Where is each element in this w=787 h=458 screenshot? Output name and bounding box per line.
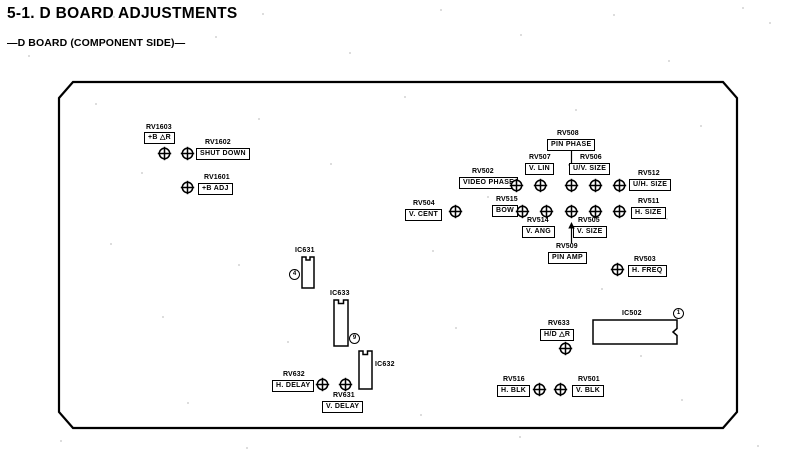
ref-rv633: RV633 xyxy=(548,320,570,327)
screw-rv507[interactable] xyxy=(533,178,548,193)
function-rv503: H. FREQ xyxy=(628,265,667,277)
screw-rv505[interactable] xyxy=(588,204,603,219)
screw-rv508[interactable] xyxy=(564,178,579,193)
ref-rv1602: RV1602 xyxy=(205,139,231,146)
function-rv505: V. SIZE xyxy=(573,226,607,238)
function-rv501: V. BLK xyxy=(572,385,605,397)
ref-rv515: RV515 xyxy=(496,196,518,203)
label-ic633: IC633 xyxy=(330,290,350,297)
screw-rv506[interactable] xyxy=(588,178,603,193)
screw-rv633[interactable] xyxy=(558,341,573,356)
ref-rv508: RV508 xyxy=(557,130,579,137)
screw-rv1601[interactable] xyxy=(180,180,195,195)
ic631-body xyxy=(301,256,315,289)
function-rv516: H. BLK xyxy=(497,385,531,397)
label-ic631: IC631 xyxy=(295,247,315,254)
function-rv506: U/V. SIZE xyxy=(569,163,611,175)
ref-rv502: RV502 xyxy=(472,168,494,175)
function-rv502: VIDEO PHASE xyxy=(459,177,519,189)
function-rv509: PIN AMP xyxy=(548,252,588,264)
screw-rv514[interactable] xyxy=(539,204,554,219)
ic633-pin-marker: 9 xyxy=(349,333,360,344)
function-rv512: U/H. SIZE xyxy=(629,179,672,191)
function-rv511: H. SIZE xyxy=(631,207,666,219)
function-rv507: V. LIN xyxy=(525,163,554,175)
ref-rv507: RV507 xyxy=(529,154,551,161)
label-ic632: IC632 xyxy=(375,361,395,368)
ref-rv506: RV506 xyxy=(580,154,602,161)
ref-rv632: RV632 xyxy=(283,371,305,378)
page-title: 5-1. D BOARD ADJUSTMENTS xyxy=(7,5,238,22)
function-rv514: V. ANG xyxy=(522,226,556,238)
ref-rv516: RV516 xyxy=(503,376,525,383)
function-rv633: H/D △R xyxy=(540,329,575,341)
ref-rv514: RV514 xyxy=(527,217,549,224)
ref-rv504: RV504 xyxy=(413,200,435,207)
function-rv1602: SHUT DOWN xyxy=(196,148,250,160)
screw-rv511[interactable] xyxy=(612,204,627,219)
ic633-body xyxy=(333,299,349,347)
ref-rv503: RV503 xyxy=(634,256,656,263)
callout-arrow-rv509 xyxy=(567,219,576,243)
screw-rv631[interactable] xyxy=(338,377,353,392)
board-subtitle: —D BOARD (COMPONENT SIDE)— xyxy=(7,37,186,49)
screw-rv512[interactable] xyxy=(612,178,627,193)
function-rv632: H. DELAY xyxy=(272,380,315,392)
function-rv631: V. DELAY xyxy=(322,401,364,413)
ic632-body xyxy=(358,350,373,390)
function-rv1603: +B △R xyxy=(144,132,176,144)
screw-rv1602[interactable] xyxy=(180,146,195,161)
screw-rv1603[interactable] xyxy=(157,146,172,161)
label-ic502: IC502 xyxy=(622,310,642,317)
ic502-body xyxy=(592,319,678,345)
screw-rv503[interactable] xyxy=(610,262,625,277)
function-rv504: V. CENT xyxy=(405,209,443,221)
ref-rv505: RV505 xyxy=(578,217,600,224)
ref-rv511: RV511 xyxy=(638,198,660,205)
ic631-pin-marker: 4 xyxy=(289,269,300,280)
ref-rv512: RV512 xyxy=(638,170,660,177)
screw-rv515[interactable] xyxy=(515,204,530,219)
screw-rv504[interactable] xyxy=(448,204,463,219)
ref-rv509: RV509 xyxy=(556,243,578,250)
screw-rv501[interactable] xyxy=(553,382,568,397)
d-board-outline xyxy=(57,80,739,430)
screw-rv632[interactable] xyxy=(315,377,330,392)
ref-rv1603: RV1603 xyxy=(146,124,172,131)
ic502-pin-marker: 1 xyxy=(673,308,684,319)
ref-rv1601: RV1601 xyxy=(204,174,230,181)
screw-rv502[interactable] xyxy=(509,178,524,193)
screw-rv516[interactable] xyxy=(532,382,547,397)
ref-rv631: RV631 xyxy=(333,392,355,399)
screw-rv509[interactable] xyxy=(564,204,579,219)
ref-rv501: RV501 xyxy=(578,376,600,383)
function-rv1601: +B ADJ xyxy=(198,183,233,195)
